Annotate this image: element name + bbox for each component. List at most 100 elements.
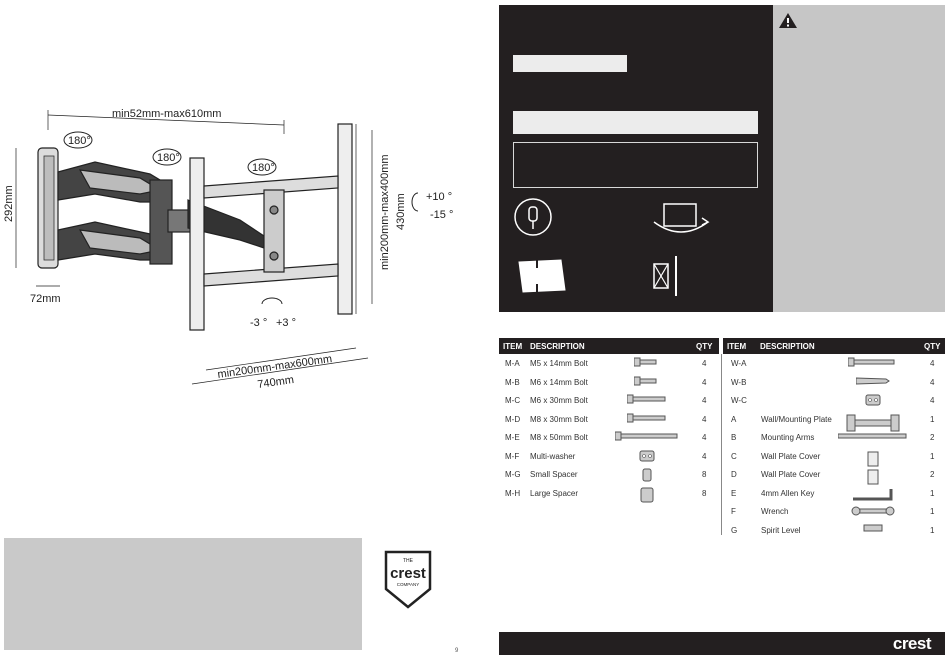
item-code: M-D [505,414,521,424]
large-spacer-icon [640,487,654,505]
articulating-arms-illustration [57,161,271,265]
tv-tilt-icon [518,258,566,294]
wall-plate-illustration [37,147,59,269]
swivel-rotation-icon [653,203,710,233]
table-divider [721,354,722,535]
table-row: E 4mm Allen Key 1 [723,485,943,503]
item-description: M6 x 14mm Bolt [530,377,588,387]
item-code: G [731,525,738,535]
item-description: Multi-washer [530,451,576,461]
level-minus-label: -3 ° [250,317,267,329]
subtitle-bar-placeholder [513,111,758,134]
item-description: 4mm Allen Key [761,488,815,498]
tv-bracket-illustration [189,123,353,331]
rotation-label-1: 180° [68,135,91,147]
item-quantity: 1 [930,488,935,498]
item-quantity: 4 [702,396,707,405]
svg-text:COMPANY: COMPANY [397,582,419,587]
item-code: F [731,507,736,516]
item-description: Large Spacer [530,488,579,498]
rotation-icon-3 [247,158,277,176]
wall-anchor-icon [855,376,890,388]
width-total-label: 740mm [257,374,295,391]
footer-bar: crest [499,632,945,655]
short-bolt-icon [633,357,660,369]
header-description: DESCRIPTION [760,342,815,351]
table-row: D Wall Plate Cover 2 [723,466,943,485]
tilt-arc-icon [411,192,419,212]
item-code: E [731,488,737,498]
item-code: C [731,451,737,461]
cable-management-icon [514,198,552,236]
item-description: Wall Plate Cover [761,451,821,461]
header-description: DESCRIPTION [530,342,585,351]
table-row: M-G Small Spacer 8 [499,466,719,484]
wrench-icon [851,505,895,519]
tilt-up-label: +10 ° [426,191,452,203]
crest-company-logo: THE crest COMPANY [384,550,432,609]
header-qty: QTY [696,342,713,351]
item-code: D [731,470,737,479]
parts-table-header-right: ITEM DESCRIPTION QTY [723,338,945,354]
table-row: C Wall Plate Cover 1 [723,448,943,466]
tv-mount-dimension-diagram: min52mm-max610mm 180° 180° 180° 292mm 72… [3,108,453,391]
parts-table-header-left: ITEM DESCRIPTION QTY [499,338,719,354]
item-code: M-G [505,470,521,479]
item-description: Mounting Arms [761,433,815,442]
info-box-placeholder [4,538,362,650]
lag-bolt-icon [847,357,898,369]
item-code: W-B [731,377,747,387]
short-bolt-icon [633,376,660,388]
warning-panel [773,5,945,312]
washer-icon [639,450,655,464]
header-item: ITEM [727,342,747,351]
item-quantity: 2 [930,470,935,479]
item-description: M8 x 50mm Bolt [530,433,588,442]
mounting-arm-icon [837,431,908,443]
item-quantity: 4 [702,414,707,424]
wall-arm-extension-icon [653,256,677,296]
item-code: W-A [731,359,747,368]
item-quantity: 1 [930,451,935,461]
rotation-icon-1 [63,131,93,149]
tilt-down-label: -15 ° [430,209,453,221]
item-quantity: 1 [930,414,935,424]
wall-plate-icon [845,413,901,435]
item-quantity: 4 [702,359,707,368]
item-description: Wrench [761,507,789,516]
page-number: 9 [455,648,459,654]
item-code: M-H [505,488,521,498]
item-code: M-E [505,433,520,442]
item-code: M-A [505,359,520,368]
item-description: Wall/Mounting Plate [761,414,832,424]
text-box-placeholder [513,142,758,188]
rotation-icon-2 [152,148,182,166]
item-quantity: 4 [702,377,707,387]
svg-text:THE: THE [403,558,414,564]
medium-bolt-icon [626,413,667,425]
depth-label: 72mm [30,293,61,305]
item-quantity: 4 [930,396,935,405]
level-arc-icon [261,297,283,305]
item-quantity: 4 [702,451,707,461]
item-quantity: 1 [930,525,935,535]
spirit-level-icon [863,524,883,534]
height-left-label: 292mm [3,185,15,222]
item-description: Small Spacer [530,470,578,479]
title-bar-placeholder [513,55,627,72]
header-qty: QTY [924,342,941,351]
cover-icon [864,468,882,488]
item-quantity: 8 [702,470,707,479]
item-description: Wall Plate Cover [761,470,821,479]
